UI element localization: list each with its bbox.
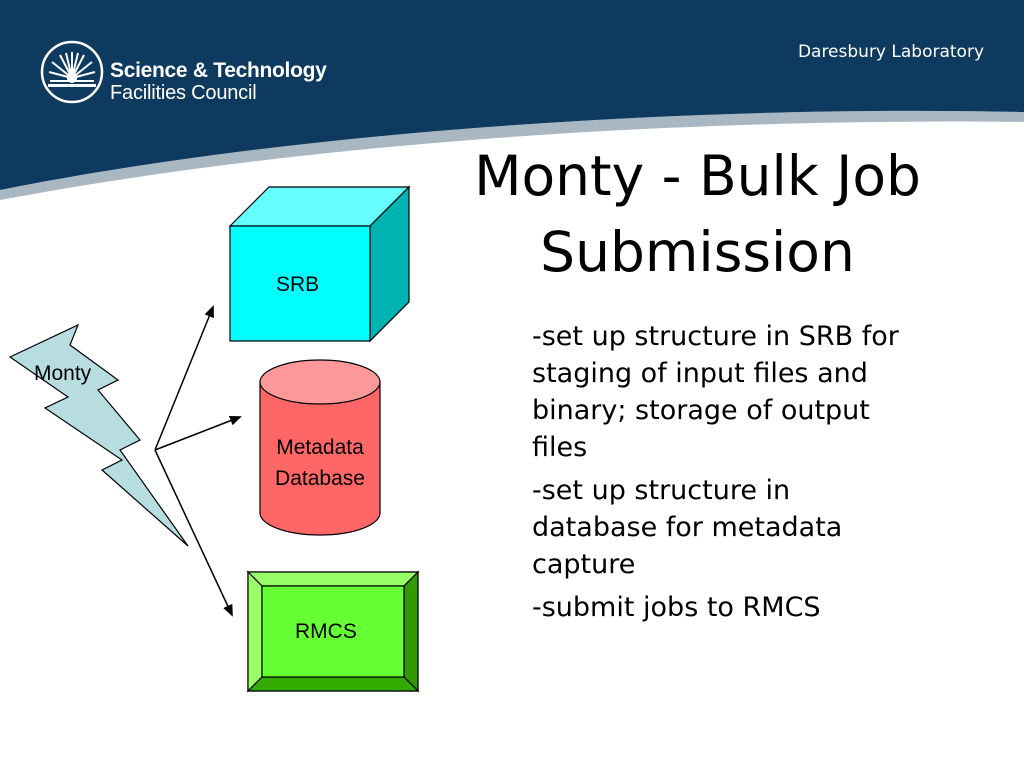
arrow-to-rmcs [154,449,233,617]
slide-title-line1: Monty - Bulk Job [474,144,921,208]
header-band [0,0,1024,200]
rmcs-bevel-bottom [246,676,420,692]
bullet-list: -set up structure in SRB for staging of … [532,318,912,632]
rmcs-bevel-top [246,571,420,587]
arrows [154,305,242,617]
arrow-to-database [154,415,242,451]
arrow-to-srb [154,305,214,451]
rmcs-label: RMCS [295,620,357,643]
rmcs-box-face [261,585,405,678]
bullet-item: -set up structure in database for metada… [532,475,843,580]
bullet-item: -set up structure in SRB for staging of … [532,321,899,463]
bullet-item: -submit jobs to RMCS [532,592,821,623]
header-background [0,0,1024,190]
sunburst-logo-icon [40,40,104,104]
database-cylinder-top [259,359,381,405]
slide-title-line2: Submission [540,220,855,284]
database-label-line2: Database [275,467,365,490]
srb-label: SRB [276,273,320,296]
slide-title: Monty - Bulk Job Submission [420,138,975,290]
rmcs-bevel-right [403,570,419,693]
srb-cube [228,185,411,343]
lab-name: Daresbury Laboratory [797,42,984,62]
database-label-line1: Metadata [276,436,364,459]
database-cylinder-body [259,381,381,536]
monty-label: Monty [34,362,92,385]
org-name-line1: Science & Technology [110,59,327,82]
srb-cube-front [229,225,371,342]
org-name-line2: Facilities Council [110,82,257,104]
header-swoosh [0,110,1024,200]
database-label: Metadata Database [262,432,378,494]
rmcs-box [246,570,420,693]
database-cylinder [259,359,381,536]
monty-lightning-bolt [8,323,189,547]
rmcs-bevel-left [247,570,263,693]
